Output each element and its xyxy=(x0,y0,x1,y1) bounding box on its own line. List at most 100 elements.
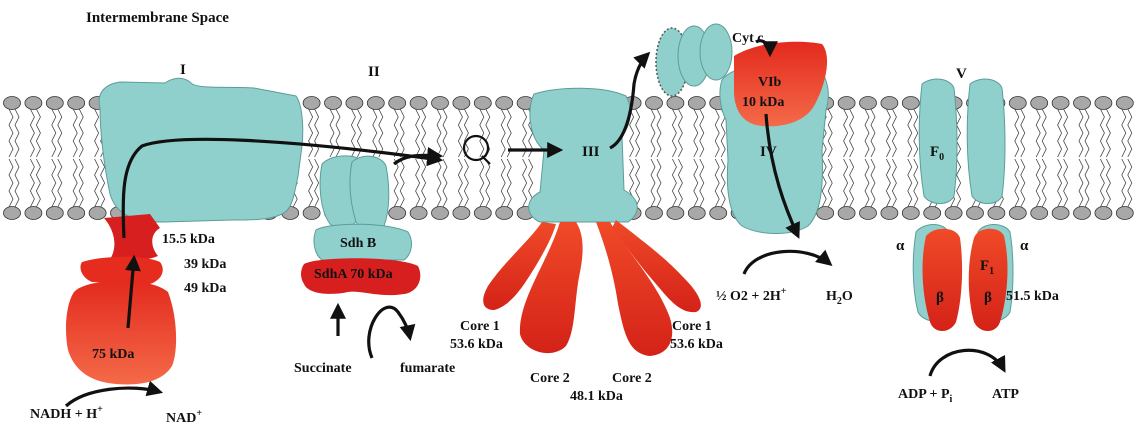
lipid-head xyxy=(688,207,705,220)
vib-label: VIb xyxy=(758,75,782,90)
lipid-head xyxy=(325,97,342,110)
lipid-tail xyxy=(373,109,383,157)
nadh-label: NADH + H+ xyxy=(30,404,103,422)
lipid-tail xyxy=(480,159,490,207)
fumarate-label: fumarate xyxy=(400,361,455,376)
complex-i-39kda-subunit xyxy=(80,257,162,284)
oxygen-superscript: + xyxy=(781,286,787,297)
lipid-head xyxy=(1052,97,1069,110)
kda-51-5-label: 51.5 kDa xyxy=(1006,289,1059,304)
lipid-tail xyxy=(908,109,918,157)
lipid-tail xyxy=(416,109,426,157)
lipid-tail xyxy=(309,159,319,207)
lipid-tail xyxy=(1015,159,1025,207)
lipid-tail xyxy=(458,159,468,207)
lipid-tail xyxy=(822,159,832,207)
lipid-head xyxy=(474,207,491,220)
f1-text: F xyxy=(980,258,989,274)
complex-i-75kda-subunit xyxy=(66,281,176,385)
lipid-tail xyxy=(73,159,83,207)
lipid-tail xyxy=(501,159,511,207)
lipid-head xyxy=(432,207,449,220)
lipid-head xyxy=(902,97,919,110)
lipid-head xyxy=(410,207,427,220)
lipid-head xyxy=(667,207,684,220)
succinate-label: Succinate xyxy=(294,361,352,376)
arrow-succinate-to-fumarate xyxy=(369,307,410,358)
lipid-tail xyxy=(844,159,854,207)
beta-right-label: β xyxy=(984,290,992,306)
alpha-left-label: α xyxy=(896,238,905,254)
adp-label: ADP + Pi xyxy=(898,387,953,405)
lipid-head xyxy=(1031,207,1048,220)
lipid-tail xyxy=(651,109,661,157)
nadh-superscript: + xyxy=(97,404,103,415)
lipid-head xyxy=(453,97,470,110)
nadh-text: NADH + H xyxy=(30,407,97,422)
lipid-tail xyxy=(30,109,40,157)
lipid-tail xyxy=(1015,109,1025,157)
lipid-tail xyxy=(715,109,725,157)
kda-39-label: 39 kDa xyxy=(184,257,226,272)
lipid-head xyxy=(1095,97,1112,110)
water-h: H xyxy=(826,289,837,304)
lipid-tail xyxy=(672,109,682,157)
lipid-head xyxy=(46,97,63,110)
lipid-head xyxy=(4,97,21,110)
lipid-head xyxy=(68,207,85,220)
f0-left-stalk xyxy=(919,79,957,203)
lipid-tail xyxy=(694,159,704,207)
lipid-tail xyxy=(95,159,105,207)
lipid-tail xyxy=(73,109,83,157)
water-label: H2O xyxy=(826,289,853,307)
core1-right-kda-label: 53.6 kDa xyxy=(670,337,723,352)
lipid-head xyxy=(688,97,705,110)
lipid-head xyxy=(410,97,427,110)
lipid-head xyxy=(1074,97,1091,110)
lipid-head xyxy=(646,97,663,110)
f0-text: F xyxy=(930,144,939,160)
lipid-tail xyxy=(715,159,725,207)
complex-i-membrane-arm xyxy=(99,78,303,222)
lipid-tail xyxy=(1058,159,1068,207)
water-o: O xyxy=(842,289,853,304)
lipid-tail xyxy=(865,159,875,207)
oxygen-label: ½ O2 + 2H+ xyxy=(716,286,787,304)
lipid-head xyxy=(25,207,42,220)
lipid-head xyxy=(838,97,855,110)
lipid-head xyxy=(1116,97,1133,110)
lipid-tail xyxy=(30,159,40,207)
arrow-nadh-to-nad xyxy=(66,388,160,406)
lipid-tail xyxy=(437,109,447,157)
lipid-tail xyxy=(9,109,19,157)
complex-iv xyxy=(720,42,828,234)
lipid-head xyxy=(838,207,855,220)
lipid-tail xyxy=(1100,159,1110,207)
cyt-c-right-lobe xyxy=(700,24,732,80)
core2-right-label: Core 2 xyxy=(612,371,652,386)
nad-label: NAD+ xyxy=(166,408,202,424)
lipid-head xyxy=(967,207,984,220)
lipid-head xyxy=(474,97,491,110)
kda-15-5-label: 15.5 kDa xyxy=(162,232,215,247)
lipid-tail xyxy=(437,159,447,207)
complex-v-label: V xyxy=(956,66,967,82)
core2-left-label: Core 2 xyxy=(530,371,570,386)
adp-text: ADP + P xyxy=(898,387,950,402)
lipid-head xyxy=(817,207,834,220)
lipid-tail xyxy=(886,109,896,157)
lipid-head xyxy=(89,207,106,220)
lipid-tail xyxy=(694,109,704,157)
lipid-tail xyxy=(1036,159,1046,207)
f1-subscript: 1 xyxy=(989,266,994,277)
lipid-head xyxy=(4,207,21,220)
core2-kda-label: 48.1 kDa xyxy=(570,389,623,404)
arrow-adp-to-atp xyxy=(930,350,1004,376)
lipid-tail xyxy=(1122,159,1132,207)
lipid-tail xyxy=(9,159,19,207)
complex-iii xyxy=(483,88,701,356)
lipid-head xyxy=(303,97,320,110)
lipid-head xyxy=(1095,207,1112,220)
lipid-head xyxy=(988,207,1005,220)
lipid-head xyxy=(46,207,63,220)
